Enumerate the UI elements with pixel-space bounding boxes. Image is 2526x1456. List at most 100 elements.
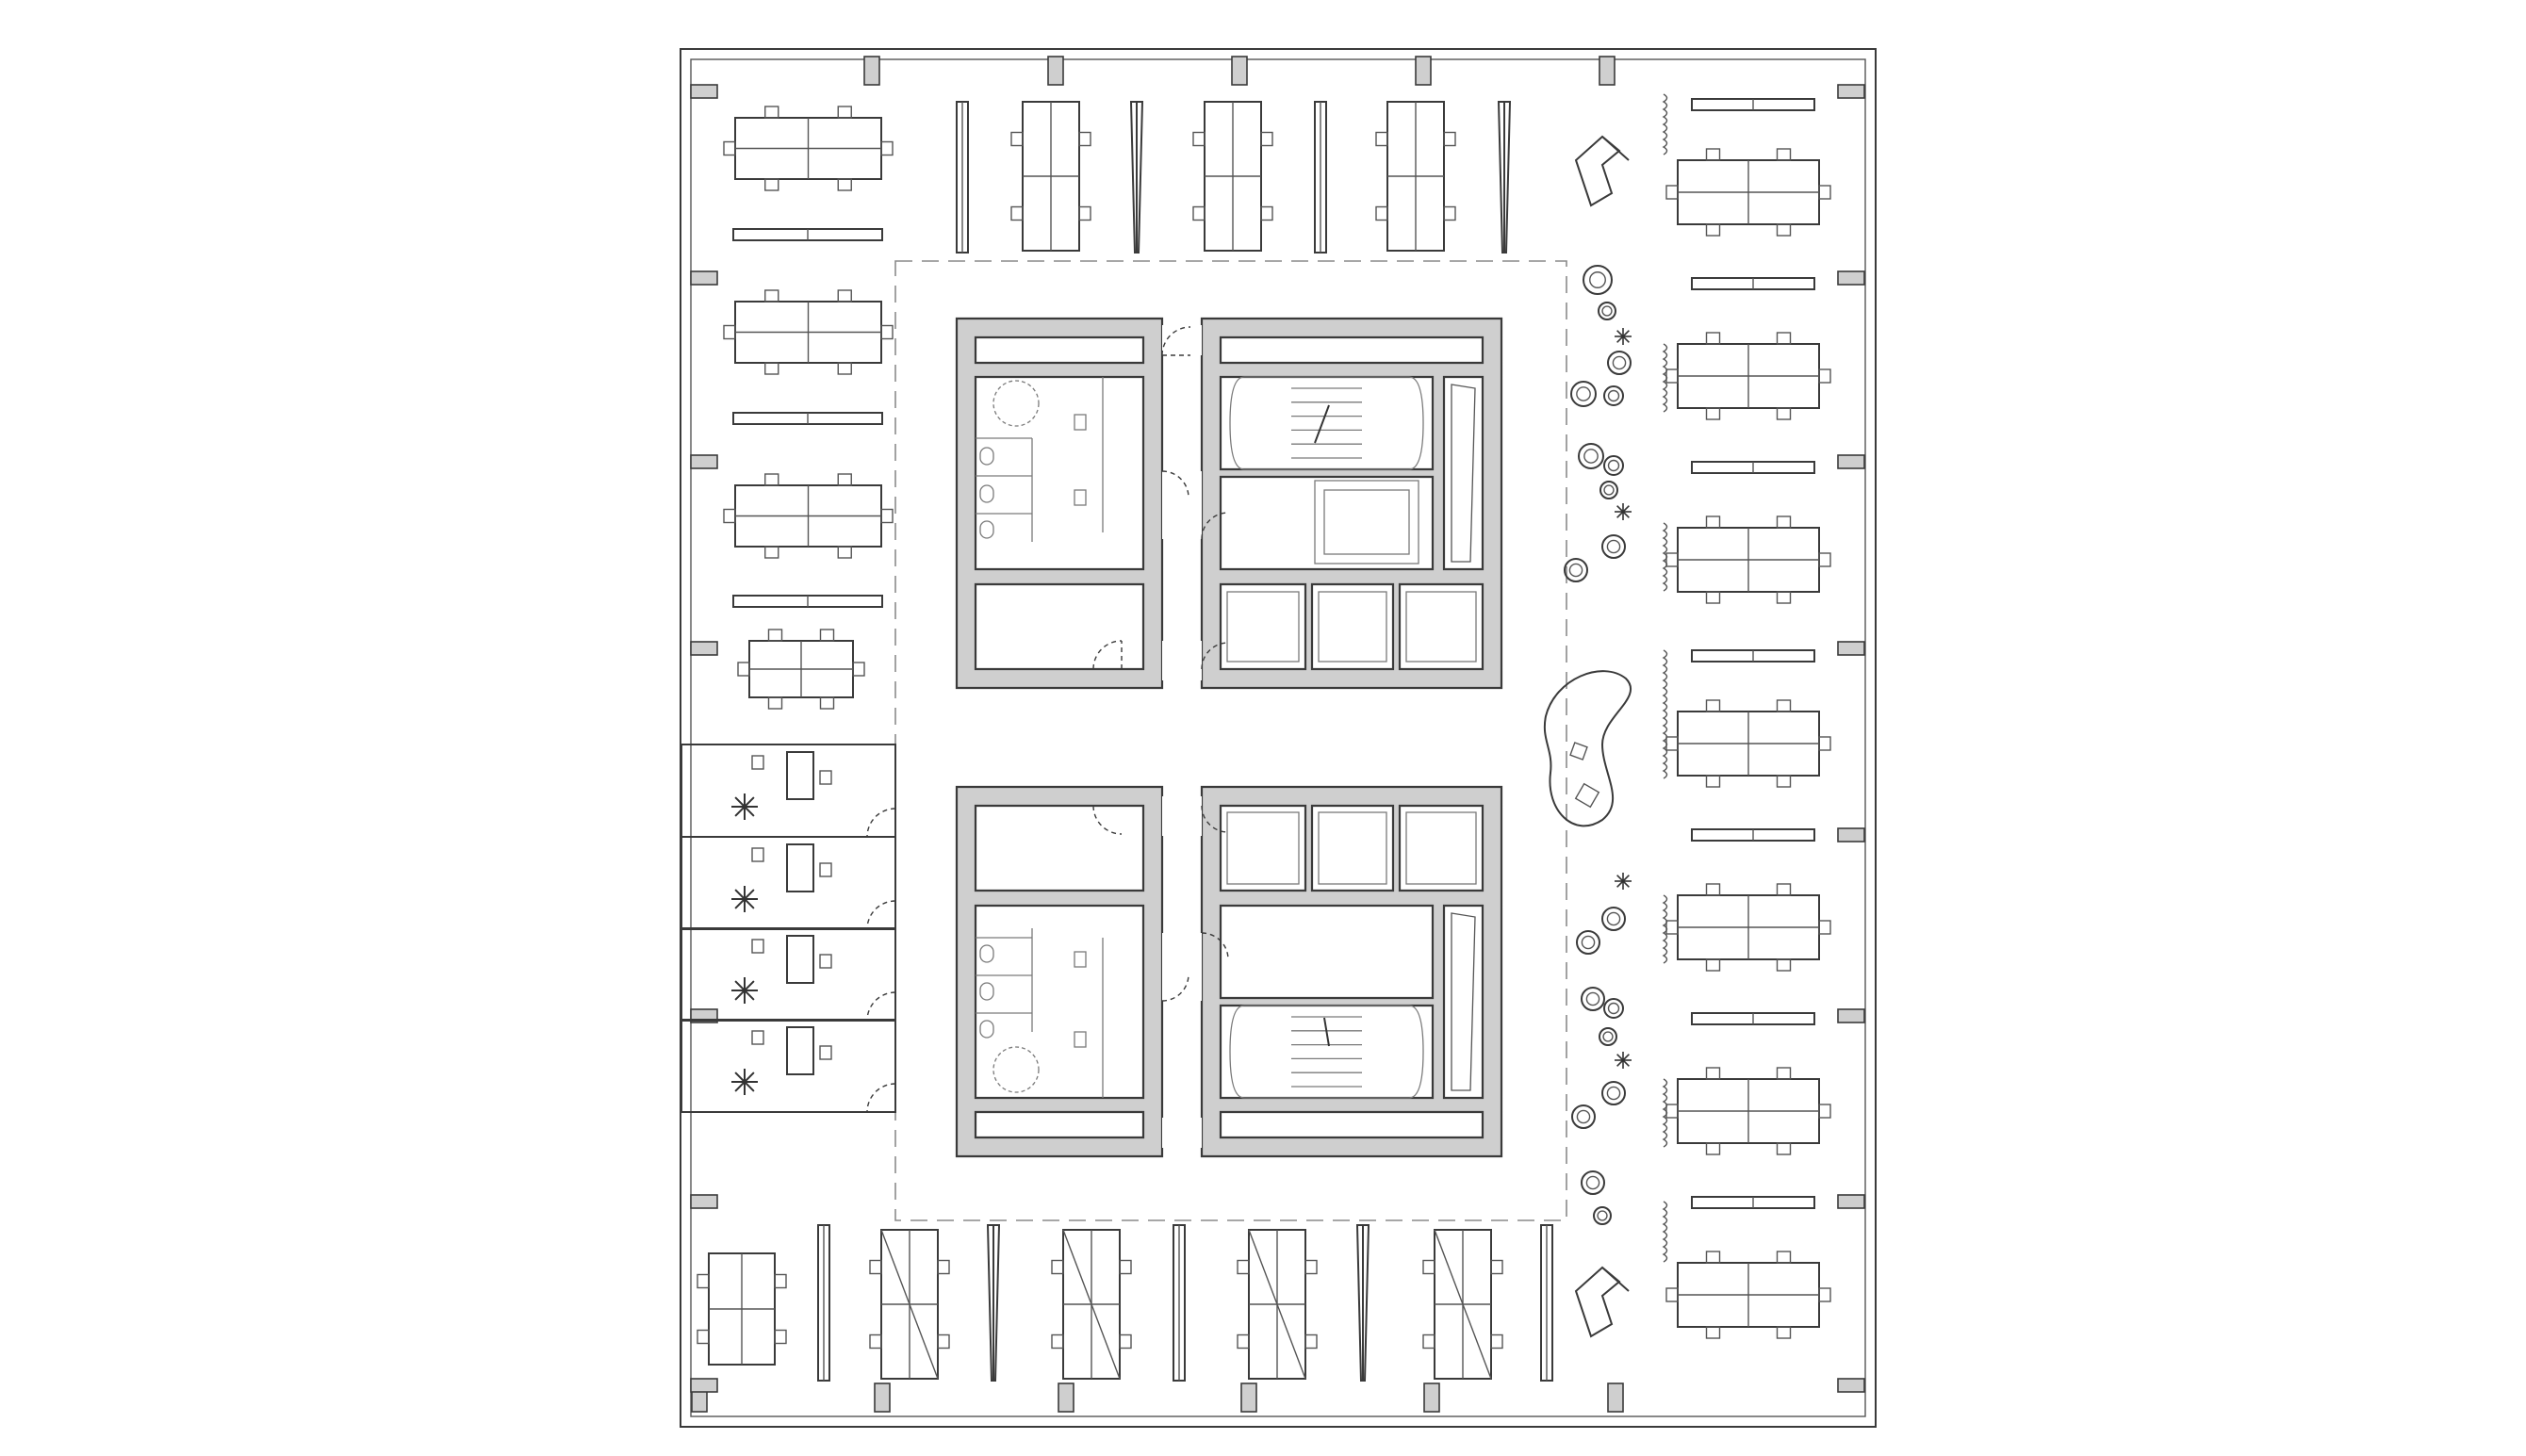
toilet-stalls-north — [976, 377, 1104, 542]
chair — [1237, 1259, 1250, 1275]
chair — [1010, 131, 1024, 147]
elevator-cars-south — [1226, 811, 1477, 1091]
chair — [819, 954, 832, 969]
curtain — [1662, 1201, 1668, 1263]
chair — [1443, 205, 1456, 221]
chair — [880, 140, 894, 156]
shelf-body — [1129, 101, 1144, 254]
chair — [1705, 958, 1721, 972]
chair — [1776, 883, 1792, 896]
private-office — [681, 927, 896, 1022]
chair — [1665, 552, 1679, 567]
chair — [1665, 1104, 1679, 1119]
chair — [1818, 736, 1831, 751]
chair — [1776, 1251, 1792, 1264]
facade-column — [1607, 1382, 1624, 1413]
chair — [1705, 1142, 1721, 1155]
workstations — [697, 98, 1831, 1382]
curtain — [1662, 343, 1668, 413]
chair — [1705, 407, 1721, 420]
chair — [1705, 699, 1721, 712]
office-desk — [786, 843, 814, 892]
plant-icon — [731, 977, 758, 1004]
chair — [1705, 148, 1721, 161]
chair — [1776, 699, 1792, 712]
chair — [751, 1030, 764, 1045]
toilet-stalls-south — [976, 928, 1104, 1098]
chair — [1705, 775, 1721, 788]
chair — [837, 289, 852, 303]
storage-shelf — [1355, 1224, 1370, 1382]
chair — [1776, 332, 1792, 345]
stool — [1599, 1027, 1617, 1046]
storage-shelf — [1497, 101, 1512, 254]
chair — [869, 1333, 882, 1350]
chair — [737, 662, 750, 677]
elevator-cars-north — [1226, 384, 1477, 663]
chair — [1119, 1333, 1132, 1350]
stool — [1581, 987, 1605, 1011]
facade-column — [1837, 827, 1865, 843]
chair — [819, 1045, 832, 1060]
desk-cluster — [723, 106, 894, 191]
facade-column — [1837, 1194, 1865, 1209]
chair — [764, 106, 779, 119]
office-door — [866, 991, 896, 1022]
office-desk — [786, 751, 814, 800]
chair — [1776, 1326, 1792, 1339]
desk-cluster — [723, 473, 894, 559]
chair — [1304, 1333, 1318, 1350]
chair — [764, 362, 779, 375]
chair — [880, 324, 894, 340]
core-south-right-walls — [1200, 785, 1503, 1158]
chair — [723, 324, 736, 340]
chair — [1776, 958, 1792, 972]
desk-cluster — [1665, 1251, 1831, 1339]
private-offices — [681, 744, 896, 1113]
curtain — [1662, 522, 1668, 592]
desk-cluster — [697, 1252, 787, 1366]
storage-shelf — [732, 412, 883, 425]
stool — [1603, 998, 1624, 1019]
chair — [1665, 920, 1679, 935]
facade-column — [1231, 56, 1248, 86]
storage-shelf — [986, 1224, 1001, 1382]
office-desk — [786, 1026, 814, 1075]
stool — [1603, 385, 1624, 406]
office-door — [866, 900, 896, 930]
chair — [869, 1259, 882, 1275]
plant-icon — [1615, 503, 1632, 520]
office-door — [866, 1083, 896, 1113]
storage-shelf — [1691, 828, 1815, 842]
desk-cluster — [1665, 148, 1831, 237]
chair — [1818, 1287, 1831, 1302]
office-wall — [681, 744, 896, 838]
chair — [819, 770, 832, 785]
shelf-body — [1497, 101, 1512, 254]
desk-cluster — [1665, 883, 1831, 972]
chair — [764, 289, 779, 303]
bench-north — [1574, 135, 1630, 207]
chair — [697, 1273, 710, 1289]
chair — [837, 106, 852, 119]
desk-cluster — [723, 289, 894, 375]
desk-diagonal — [1248, 1229, 1306, 1380]
office-desk — [786, 935, 814, 984]
chair — [1078, 131, 1091, 147]
chair — [937, 1259, 950, 1275]
core-north-left-walls — [955, 317, 1164, 690]
stool — [1601, 534, 1626, 559]
chair — [1705, 1067, 1721, 1080]
desk-cluster — [1665, 515, 1831, 604]
storage-shelf — [1129, 101, 1144, 254]
plant-icon — [731, 793, 758, 820]
storage-shelf — [732, 228, 883, 241]
chair — [1260, 205, 1273, 221]
facade-column — [1599, 56, 1616, 86]
facade-column — [1415, 56, 1432, 86]
chair — [1818, 185, 1831, 200]
chair — [1010, 205, 1024, 221]
private-office — [681, 1019, 896, 1113]
chair — [774, 1329, 787, 1345]
